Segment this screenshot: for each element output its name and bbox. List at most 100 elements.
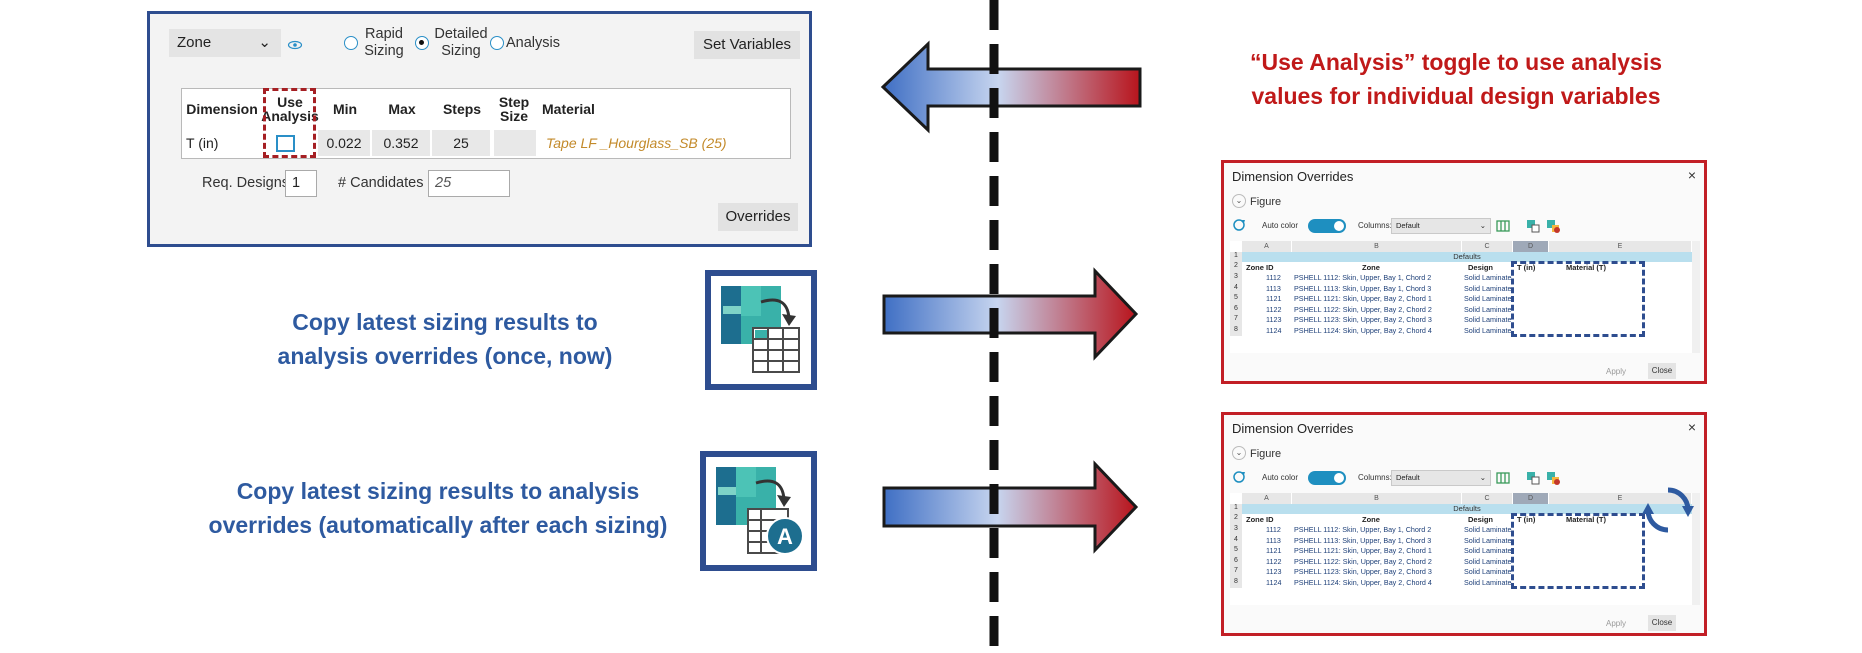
table-row: 1124 [1266,325,1282,335]
apply-button[interactable]: Apply [1606,367,1627,376]
arrow-left [880,40,1142,134]
copy-once-button[interactable] [705,270,817,390]
column-layout-icon[interactable] [1496,471,1510,485]
column-layout-icon[interactable] [1496,219,1510,233]
table-row: PSHELL 1122: Skin, Upper, Bay 2, Chord 2 [1294,556,1432,566]
table-row: Solid Laminate [1464,577,1512,587]
table-row: 1123 [1266,567,1282,576]
set-variables-button[interactable]: Set Variables [694,31,800,59]
radio-analysis-label: Analysis [506,35,560,51]
vertical-scrollbar[interactable] [1692,493,1700,605]
col-header-e: E [1549,493,1692,504]
close-button[interactable]: Close [1648,363,1676,379]
defaults-row: Defaults [1242,252,1692,262]
header-steps: Steps [442,101,482,117]
overrides-columns-highlight [1511,513,1645,589]
copy-auto-button[interactable]: A [700,451,817,571]
header-design: Design [1468,263,1494,272]
table-row: Solid Laminate [1464,567,1512,576]
cell-min[interactable]: 0.022 [318,130,372,156]
caption-use-analysis: “Use Analysis” toggle to use analysis va… [1249,49,1662,109]
arrow-right-copy-once [882,267,1139,361]
arrow-right-copy-auto [882,460,1139,554]
auto-color-label: Auto color [1262,221,1299,230]
cell-max[interactable]: 0.352 [372,130,432,156]
radio-detailed-sizing-label: Detailed Sizing [434,26,488,59]
chevron-down-icon[interactable]: ⌄ [1232,194,1246,208]
table-row: Solid Laminate [1464,294,1512,303]
table-row: PSHELL 1112: Skin, Upper, Bay 1, Chord 2 [1294,273,1432,282]
auto-color-toggle[interactable] [1308,471,1346,485]
col-header-c: C [1462,493,1513,504]
candidates-input[interactable]: 25 [428,170,510,197]
dialog-title: Dimension Overrides [1232,421,1354,436]
radio-detailed-sizing[interactable] [415,36,429,50]
row-number: 2 [1230,262,1242,273]
close-icon[interactable]: × [1687,167,1696,183]
overrides-columns-highlight [1511,261,1645,337]
copy-once-icon[interactable] [1526,471,1540,485]
col-header-c: C [1462,241,1513,252]
header-t: T (in) [1517,515,1536,524]
caption-copy-once: Copy latest sizing results to analysis o… [277,309,613,369]
radio-rapid-sizing-label: Rapid Sizing [364,26,404,59]
figure-label: Figure [1250,448,1282,460]
close-icon[interactable]: × [1687,419,1696,435]
radio-rapid-sizing[interactable] [344,36,358,50]
overrides-button[interactable]: Overrides [718,203,798,231]
columns-label: Columns: [1358,473,1392,482]
row-number: 1 [1230,504,1242,514]
table-row: PSHELL 1124: Skin, Upper, Bay 2, Chord 4 [1294,577,1432,587]
header-material: Material [542,101,595,117]
close-button[interactable]: Close [1648,615,1676,631]
chevron-down-icon: ⌄ [258,34,271,51]
table-row: 1113 [1266,283,1281,293]
columns-label: Columns: [1358,221,1392,230]
use-analysis-highlight [263,88,316,158]
dimension-overrides-dialog: Dimension Overrides × ⌄ Figure Auto colo… [1221,160,1707,384]
zone-select[interactable]: Zone ⌄ [169,29,281,57]
cell-steps[interactable]: 25 [432,130,492,156]
columns-select[interactable]: Default⌄ [1391,218,1491,234]
copy-auto-icon[interactable] [1546,219,1560,233]
col-header-b: B [1292,241,1462,252]
table-row: Solid Laminate [1464,325,1512,335]
eye-icon[interactable] [287,37,303,53]
chevron-down-icon: ⌄ [1479,473,1486,482]
header-use-analysis: Use Analysis [261,94,319,124]
copy-auto-icon[interactable] [1546,471,1560,485]
header-zone: Zone [1362,515,1380,524]
columns-select[interactable]: Default ⌄ [1391,470,1491,486]
table-row: 1112 [1266,273,1281,282]
row-number: 5 [1230,294,1242,305]
dialog-title: Dimension Overrides [1232,169,1354,184]
use-analysis-checkbox[interactable] [276,135,295,152]
chevron-down-icon[interactable]: ⌄ [1232,446,1246,460]
table-row: PSHELL 1123: Skin, Upper, Bay 2, Chord 3 [1294,567,1432,576]
radio-analysis[interactable] [490,36,504,50]
refresh-icon[interactable] [1232,470,1246,484]
table-row: Solid Laminate [1464,283,1512,293]
table-row: Solid Laminate [1464,273,1512,282]
row-number: 4 [1230,283,1242,294]
refresh-icon[interactable] [1232,218,1246,232]
col-header-a: A [1242,241,1292,252]
dimension-overrides-dialog-auto: Dimension Overrides × ⌄ Figure Auto colo… [1221,412,1707,636]
cell-material[interactable]: Tape LF _Hourglass_SB (25) [540,130,786,156]
apply-button[interactable]: Apply [1606,619,1627,628]
cell-step-size[interactable] [494,130,538,156]
table-row: PSHELL 1124: Skin, Upper, Bay 2, Chord 4 [1294,325,1432,335]
auto-color-toggle[interactable] [1308,219,1346,233]
header-zone-id: Zone ID [1246,515,1274,524]
cell-dimension: T (in) [182,130,262,156]
req-designs-input[interactable]: 1 [285,170,317,197]
zone-select-value: Zone [177,34,212,51]
copy-once-icon[interactable] [1526,219,1540,233]
columns-select-value: Default [1396,473,1420,482]
header-material-t: Material (T) [1566,263,1607,272]
table-row: Solid Laminate [1464,315,1512,324]
header-design: Design [1468,515,1494,524]
vertical-scrollbar[interactable] [1692,241,1700,353]
table-row: PSHELL 1113: Skin, Upper, Bay 1, Chord 3 [1294,283,1432,293]
col-header-d: D [1513,241,1549,252]
